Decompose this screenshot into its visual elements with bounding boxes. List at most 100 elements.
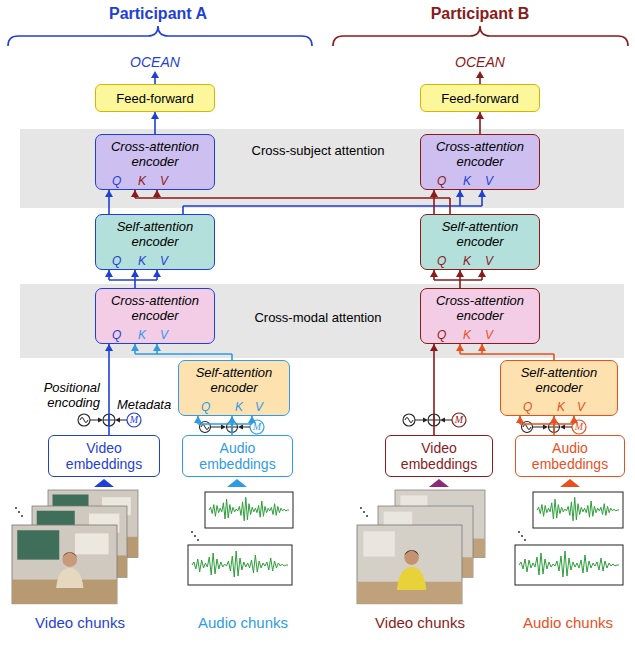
text-label: Metadata [117,397,171,412]
connector-line [460,344,554,360]
connector [430,344,438,435]
box-label: Self-attention encoder [100,219,210,249]
encoder-box: Self-attention encoder [178,360,290,416]
arrowhead [570,416,578,423]
arrowhead [430,344,438,351]
box-label: Feed-forward [441,91,518,106]
connector-line [135,190,450,214]
port-label: Q [112,329,121,342]
port-label: V [160,175,168,188]
connector [183,190,486,214]
arrowhead [456,344,464,351]
connector [105,270,161,288]
port-label: Q [112,255,121,268]
port-label: Q [112,175,121,188]
arrowhead [105,344,113,351]
feed-forward-box: Feed-forward [420,84,540,112]
connector [105,190,113,214]
connector-line [434,270,482,288]
arrowhead [516,416,524,423]
arrowhead [476,112,484,119]
connector-line [108,190,110,214]
port-label: V [160,329,168,342]
box-label: Video embeddings [53,440,155,472]
embedding-box: Video embeddings [48,435,160,477]
port-label: K [138,329,146,342]
box-label: Cross-attention encoder [100,139,210,169]
port-label: V [160,255,168,268]
arrowhead [550,416,558,423]
connector-line [183,190,482,214]
connector [194,416,256,435]
arrowhead [478,270,486,277]
band-label: Cross-subject attention [252,143,385,158]
arrowhead [248,416,256,423]
embedding-box: Video embeddings [385,435,493,477]
symbol-letter: M [253,422,261,432]
port-label: K [557,401,565,414]
connector [456,344,554,360]
participant-label: Participant B [431,4,530,23]
port-label: Q [201,401,210,414]
connector-line [108,344,110,435]
arrowhead [151,112,159,119]
text-label: Video chunks [375,614,465,632]
connector [430,190,438,214]
attention-band: Cross-modal attentionCross-attention enc… [20,284,624,358]
port-label: K [463,175,471,188]
feed-forward-box: Feed-forward [95,84,215,112]
connector-line [433,190,435,214]
arrowhead [478,344,486,351]
connector-line [109,270,157,288]
port-label: K [463,255,471,268]
arrowhead [131,344,139,351]
arrowhead [194,416,202,423]
arrowhead [456,190,464,197]
arrowhead [228,416,236,423]
embedding-box: Audio embeddings [515,435,625,477]
port-label: V [577,401,585,414]
arrowhead [105,270,113,277]
box-label: Self-attention encoder [425,219,535,249]
port-label: Q [437,255,446,268]
arrowhead [430,270,438,277]
participant-label: OCEAN [130,54,180,71]
port-label: K [463,329,471,342]
connector [516,416,578,435]
participant-label: OCEAN [455,54,505,71]
connector-line [135,344,232,360]
text-label: Video chunks [35,614,125,632]
connector-line [154,112,156,134]
port-label: Q [437,175,446,188]
port-label: K [138,175,146,188]
connector [105,344,113,435]
port-label: V [485,329,493,342]
port-label: Q [437,329,446,342]
text-label: Audio chunks [523,614,613,632]
connector-line [198,416,252,435]
box-label: Video embeddings [390,440,488,472]
arrowhead [430,190,438,197]
port-label: V [485,175,493,188]
connector-line [520,416,574,435]
box-label: Cross-attention encoder [425,293,535,323]
arrowhead [131,190,139,197]
participant-label: Participant A [109,4,207,23]
box-label: Feed-forward [116,91,193,106]
port-label: V [485,255,493,268]
connector [476,112,484,134]
connector-line [433,344,435,435]
port-label: V [255,401,263,414]
arrowhead [153,190,161,197]
connector [151,112,159,134]
arrowhead [105,190,113,197]
symbol-letter: M [130,415,138,425]
box-label: Audio embeddings [520,440,620,472]
box-label: Cross-attention encoder [100,293,210,323]
connector [430,270,486,288]
connector-line [479,112,481,134]
box-label: Self-attention encoder [505,365,613,395]
arrowhead [456,270,464,277]
box-label: Cross-attention encoder [425,139,535,169]
